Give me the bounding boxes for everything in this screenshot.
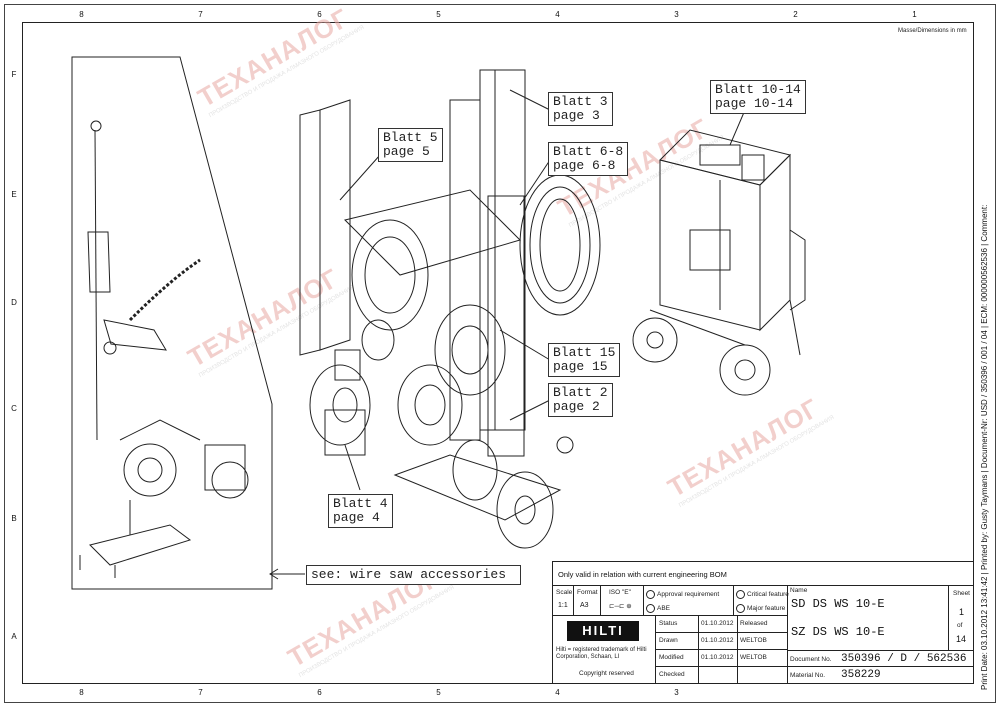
zone-B: B (11, 514, 17, 523)
format-label: Format (577, 589, 598, 596)
circle-icon (646, 604, 655, 613)
zone-8: 8 (79, 10, 84, 19)
approval-requirement: Approval requirement (646, 590, 719, 599)
scale-label: Scale (556, 589, 573, 596)
title-block: Only valid in relation with current engi… (552, 561, 974, 684)
zone-labels-left: F E D C B A (7, 22, 21, 684)
zone-C: C (11, 404, 17, 413)
sheet-total: 14 (956, 634, 967, 644)
accessories-panel (71, 56, 273, 590)
product-name-2: SZ DS WS 10-E (791, 625, 885, 639)
zone-6: 6 (317, 688, 322, 697)
zone-1: 1 (912, 10, 917, 19)
modified-label: Modified (659, 654, 684, 661)
zone-labels-top: 8 7 6 5 4 3 2 1 (22, 8, 974, 22)
zone-4: 4 (555, 10, 560, 19)
projection-icon: ⊏─⊏ ⊕ (609, 603, 632, 610)
zone-3: 3 (674, 688, 679, 697)
zone-2: 2 (793, 10, 798, 19)
zone-F: F (11, 70, 17, 79)
copyright-note: Copyright reserved (579, 670, 634, 677)
drawn-by: WELTOB (740, 637, 767, 644)
status-value: Released (740, 620, 768, 627)
product-name-1: SD DS WS 10-E (791, 597, 885, 611)
drawn-date: 01.10.2012 (701, 637, 734, 644)
major-feature: Major feature (736, 604, 785, 613)
zone-D: D (11, 298, 17, 307)
zone-labels-bottom: 8 7 6 5 4 3 (22, 686, 974, 700)
status-date: 01.10.2012 (701, 620, 734, 627)
scale-value: 1:1 (558, 602, 568, 609)
sheet-number: 1 (959, 607, 965, 617)
document-no-value: 350396 / D / 562536 (841, 653, 967, 665)
zone-3: 3 (674, 10, 679, 19)
circle-icon (646, 590, 655, 599)
print-info: Print Date: 03.10.2012 13:41:42 | Printe… (980, 204, 989, 690)
zone-5: 5 (436, 688, 441, 697)
zone-5: 5 (436, 10, 441, 19)
drawing-frame (22, 22, 974, 684)
dimensions-note: Masse/Dimensions in mm (898, 28, 967, 34)
of-label: of (957, 622, 963, 629)
modified-by: WELTOB (740, 654, 767, 661)
document-no-label: Document No. (790, 656, 832, 663)
zone-8: 8 (79, 688, 84, 697)
modified-date: 01.10.2012 (701, 654, 734, 661)
validity-note: Only valid in relation with current engi… (558, 570, 727, 579)
drawn-label: Drawn (659, 637, 678, 644)
hilti-logo: HILTI (567, 621, 639, 641)
zone-6: 6 (317, 10, 322, 19)
callout-accessories: see: wire saw accessories (306, 565, 521, 585)
circle-icon (736, 604, 745, 613)
zone-E: E (11, 190, 17, 199)
outer-border (4, 4, 996, 703)
name-label: Name (790, 587, 808, 594)
format-value: A3 (580, 602, 589, 609)
zone-7: 7 (198, 688, 203, 697)
checked-label: Checked (659, 671, 685, 678)
iso-label: ISO "E" (609, 589, 631, 596)
abe-option: ABE (646, 604, 670, 613)
zone-4: 4 (555, 688, 560, 697)
sheet-label: Sheet (953, 590, 970, 597)
zone-7: 7 (198, 10, 203, 19)
material-no-value: 358229 (841, 669, 881, 681)
zone-A: A (11, 632, 17, 641)
critical-feature: Critical feature (736, 590, 789, 599)
trademark-note: Hilti = registered trademark of Hilti Co… (556, 647, 647, 660)
material-no-label: Material No. (790, 672, 826, 679)
circle-icon (736, 590, 745, 599)
status-label: Status (659, 620, 678, 627)
